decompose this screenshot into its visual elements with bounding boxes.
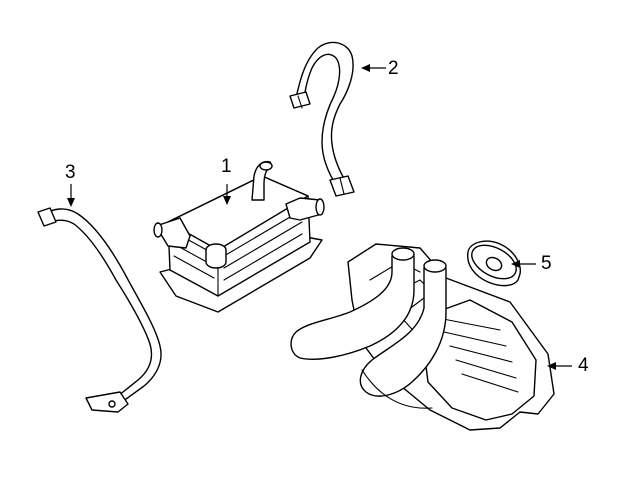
callout-5: 5 <box>541 253 552 274</box>
callout-4: 4 <box>578 355 589 376</box>
callout-leaders <box>67 64 572 370</box>
tube-part-3 <box>37 207 162 413</box>
callout-3: 3 <box>65 162 76 183</box>
callout-2: 2 <box>388 58 399 79</box>
grommet-part-5 <box>467 240 521 287</box>
oil-cooler-part-1 <box>153 160 325 313</box>
callout-1: 1 <box>221 156 232 177</box>
heat-exchanger-part-4 <box>290 243 555 431</box>
hose-part-2 <box>289 41 355 197</box>
